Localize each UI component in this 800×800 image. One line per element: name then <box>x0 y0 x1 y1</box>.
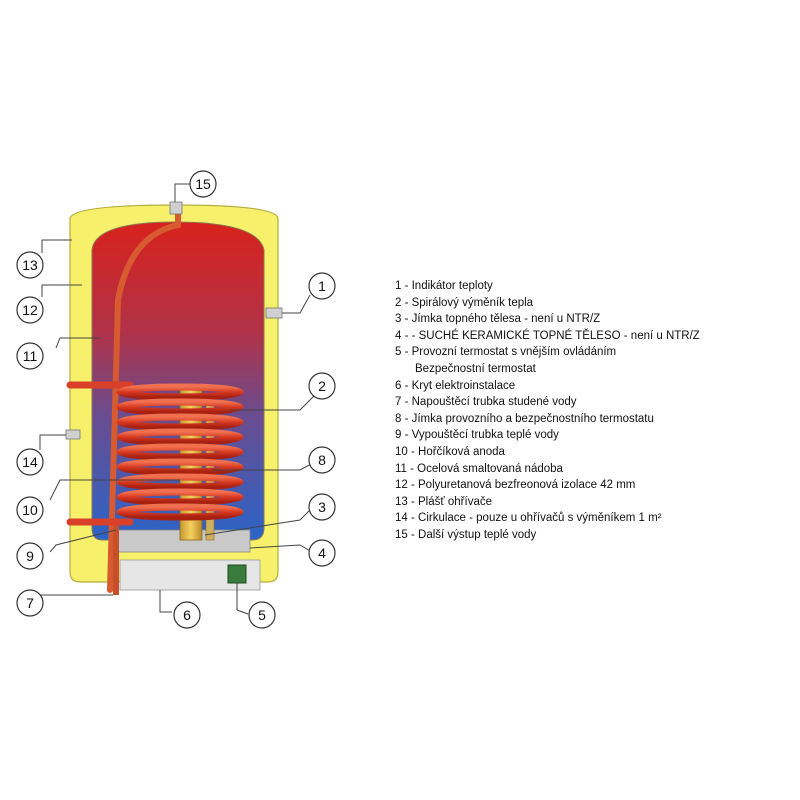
legend-item-5-cont: Bezpečnostní termostat <box>415 362 536 375</box>
callout-7: 7 <box>16 589 44 617</box>
svg-text:3: 3 <box>318 499 326 515</box>
thermostat-knob <box>227 564 247 584</box>
callout-5: 5 <box>248 601 276 629</box>
cold-water-pipe <box>113 525 119 595</box>
hot-water-pipe <box>107 212 181 593</box>
svg-text:4: 4 <box>318 545 326 561</box>
legend-item-3: 3 - Jímka topného tělesa - není u NTR/Z <box>395 313 601 326</box>
leader-12 <box>41 284 82 297</box>
spiral-heat-exchanger <box>66 381 244 526</box>
circulation-nozzle <box>65 429 81 440</box>
legend-item-2: 2 - Spirálový výměník tepla <box>395 296 534 309</box>
svg-text:13: 13 <box>22 257 38 273</box>
leader-3 <box>204 509 311 536</box>
legend-item-10: 10 - Hořčíková anoda <box>395 445 505 458</box>
leader-10 <box>49 479 180 501</box>
svg-text:9: 9 <box>26 548 34 564</box>
legend-item-13: 13 - Plášť ohřívače <box>395 495 492 508</box>
callout-3: 3 <box>308 493 336 521</box>
leader-14 <box>39 434 66 450</box>
legend-item-5: 5 - Provozní termostat s vnějším ovládán… <box>395 346 617 359</box>
callout-2: 2 <box>308 372 336 400</box>
callout-9: 9 <box>16 542 44 570</box>
callout-10: 10 <box>16 496 44 524</box>
legend-item-12: 12 - Polyuretanová bezfreonová izolace 4… <box>395 479 636 492</box>
leader-13 <box>41 239 72 253</box>
callout-11: 11 <box>16 342 44 370</box>
svg-text:6: 6 <box>183 607 191 623</box>
legend-item-11: 11 - Ocelová smaltovaná nádoba <box>395 462 563 475</box>
svg-text:15: 15 <box>195 176 211 192</box>
leader-2 <box>230 394 316 411</box>
leader-11 <box>55 337 100 349</box>
callout-6: 6 <box>173 601 201 629</box>
callout-1: 1 <box>308 272 336 300</box>
callout-8: 8 <box>308 446 336 474</box>
leader-6 <box>159 590 172 613</box>
callout-12: 12 <box>16 296 44 324</box>
legend-item-14: 14 - Cirkulace - pouze u ohřívačů s výmě… <box>395 512 662 525</box>
svg-text:14: 14 <box>22 454 38 470</box>
top-outlet-nozzle <box>169 201 183 215</box>
callout-14: 14 <box>16 448 44 476</box>
legend-item-7: 7 - Napouštěcí trubka studené vody <box>395 396 577 409</box>
callout-13: 13 <box>16 251 44 279</box>
svg-text:2: 2 <box>318 378 326 394</box>
svg-text:7: 7 <box>26 595 34 611</box>
svg-text:5: 5 <box>258 607 266 623</box>
legend-item-6: 6 - Kryt elektroinstalace <box>395 379 516 392</box>
callout-15: 15 <box>189 170 217 198</box>
svg-text:8: 8 <box>318 452 326 468</box>
leader-5 <box>236 583 249 615</box>
svg-text:12: 12 <box>22 302 38 318</box>
leader-4 <box>249 544 313 553</box>
temperature-indicator <box>265 307 283 319</box>
svg-text:1: 1 <box>318 278 326 294</box>
leader-15 <box>174 183 192 202</box>
svg-text:10: 10 <box>22 502 38 518</box>
legend-item-8: 8 - Jímka provozního a bezpečnostního te… <box>395 412 654 425</box>
leader-7 <box>39 594 113 600</box>
legend-item-1: 1 - Indikátor teploty <box>395 280 493 292</box>
legend-list: 1 - Indikátor teploty 2 - Spirálový výmě… <box>395 278 700 544</box>
leader-9 <box>49 529 117 553</box>
legend-item-15: 15 - Další výstup teplé vody <box>395 528 537 541</box>
svg-text:11: 11 <box>23 348 38 364</box>
callout-4: 4 <box>308 539 336 567</box>
legend-item-9: 9 - Vypouštěcí trubka teplé vody <box>395 429 559 442</box>
legend-item-4: 4 - - SUCHÉ KERAMICKÉ TOPNÉ TĚLESO - nen… <box>395 329 700 342</box>
leader-1 <box>282 294 311 314</box>
